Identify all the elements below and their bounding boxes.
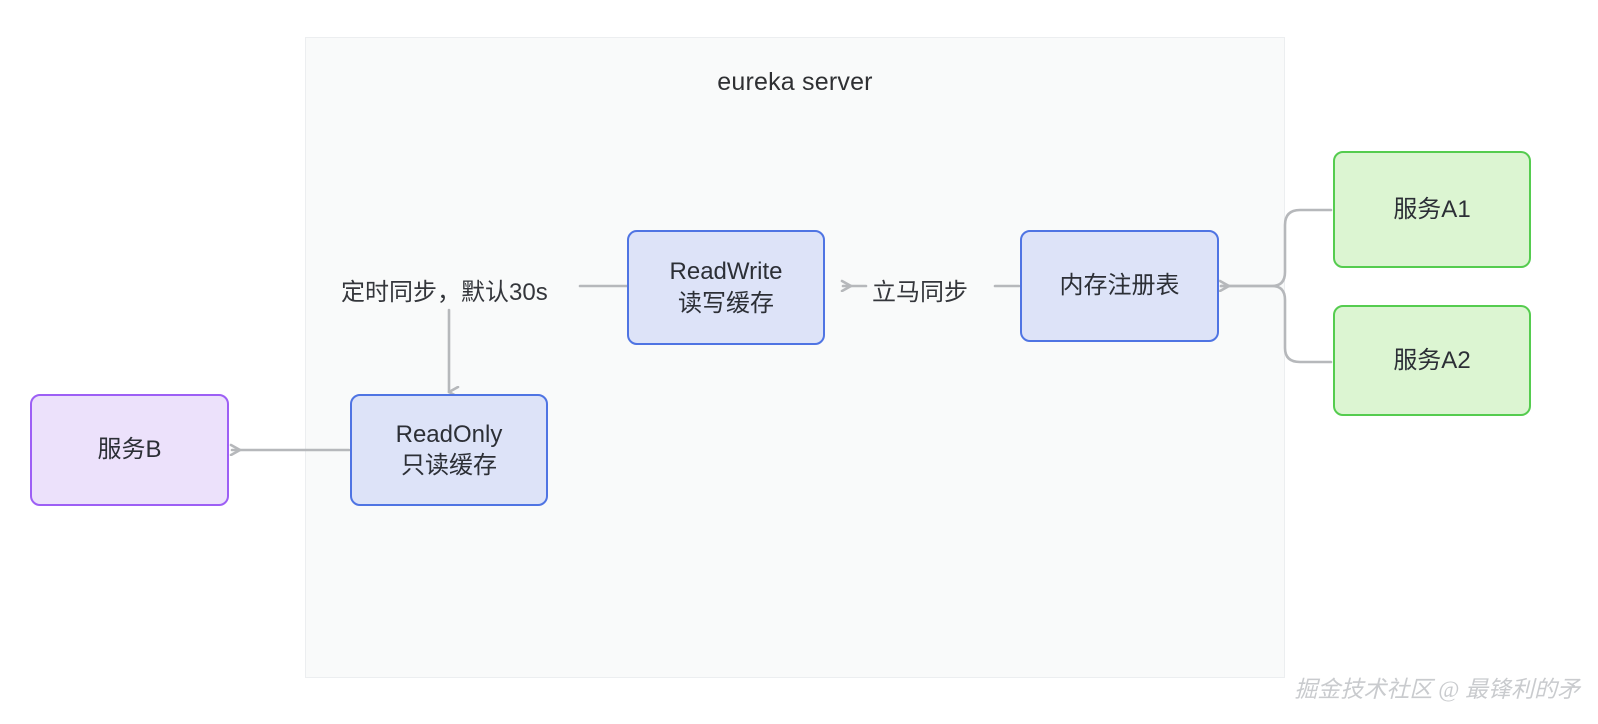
node-service-a1-label: 服务A1 [1393, 195, 1471, 223]
eureka-server-title: eureka server [717, 68, 873, 96]
watermark: 掘金技术社区 @ 最锋利的矛 [1294, 677, 1580, 702]
node-registry-line1: 内存注册表 [1059, 272, 1180, 300]
node-service-a2-label: 服务A2 [1393, 346, 1471, 374]
node-readonly-line2: 只读缓存 [401, 452, 497, 479]
node-readonly-cache[interactable]: ReadOnly 只读缓存 [350, 394, 548, 506]
node-readwrite-line2: 读写缓存 [678, 289, 774, 317]
node-memory-registry[interactable]: 内存注册表 [1020, 230, 1219, 342]
edge-label-scheduled-sync: 定时同步，默认30s [341, 279, 548, 306]
edge-label-instant-sync: 立马同步 [872, 279, 968, 306]
node-readwrite-line1: ReadWrite [669, 258, 783, 286]
node-service-a2[interactable]: 服务A2 [1333, 305, 1531, 416]
node-readwrite-cache[interactable]: ReadWrite 读写缓存 [627, 230, 825, 345]
eureka-server-container [305, 37, 1285, 678]
node-readonly-line1: ReadOnly [395, 420, 503, 448]
node-service-b[interactable]: 服务B [30, 394, 229, 506]
node-service-a1[interactable]: 服务A1 [1333, 151, 1531, 268]
node-service-b-label: 服务B [97, 436, 162, 464]
